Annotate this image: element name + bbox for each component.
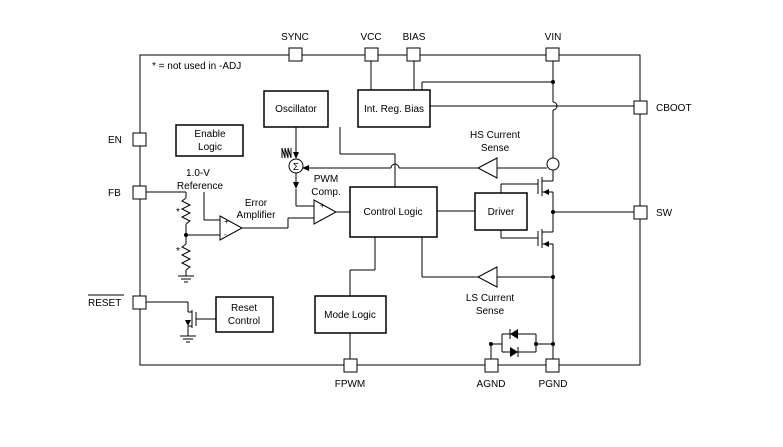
junction-diode-right — [534, 342, 538, 346]
arrow-osc-sum — [293, 152, 299, 159]
resistor-bottom — [180, 243, 192, 271]
diode-top — [510, 329, 518, 339]
reset-fet-arrow — [185, 320, 191, 326]
int-reg-bias-label: Int. Reg. Bias — [364, 104, 424, 115]
pin-sync-label: SYNC — [281, 32, 309, 43]
reset-control-line2: Control — [228, 316, 260, 327]
pin-pgnd — [545, 358, 560, 373]
asterisk-top: * — [176, 207, 180, 218]
reset-control-line1: Reset — [231, 303, 257, 314]
pin-reset-label: RESET — [88, 298, 121, 309]
error-amplifier — [219, 215, 244, 241]
pin-fb — [132, 185, 147, 200]
pwm-minus-sign: - — [320, 215, 323, 224]
oscillator-block — [263, 90, 329, 128]
pwm-comp-line2: Comp. — [311, 187, 340, 198]
pin-pgnd-label: PGND — [539, 379, 568, 390]
ramp-icon — [281, 147, 292, 159]
pin-sw — [633, 205, 648, 220]
pin-vcc — [364, 47, 379, 62]
diode-bottom — [510, 347, 518, 357]
ls-sense-amp — [476, 266, 498, 288]
hs-sense-line1: HS Current — [470, 130, 520, 141]
reference-line2: Reference — [177, 181, 224, 192]
ls-sense-line2: Sense — [476, 306, 505, 317]
error-amp-line2: Amplifier — [237, 210, 277, 221]
reset-control-block — [215, 296, 274, 333]
arrow-sum-down — [293, 182, 299, 189]
hs-sense-amp — [476, 157, 498, 179]
summing-symbol: Σ — [293, 162, 299, 173]
ls-fet-arrow — [543, 241, 549, 247]
pin-vcc-label: VCC — [360, 32, 381, 43]
pin-bias-label: BIAS — [403, 32, 426, 43]
pwm-plus-sign: + — [320, 201, 325, 210]
resistor-top — [180, 197, 192, 225]
enable-logic-line2: Logic — [198, 142, 222, 153]
pwm-comp-line1: PWM — [314, 174, 338, 185]
oscillator-label: Oscillator — [275, 104, 317, 115]
pin-en-label: EN — [108, 135, 122, 146]
pin-vin — [545, 47, 560, 62]
reference-line1: 1.0-V — [186, 168, 210, 179]
arrow-into-sum — [302, 165, 309, 171]
asterisk-bottom: * — [176, 246, 180, 257]
enable-logic-line1: Enable — [194, 129, 226, 140]
driver-label: Driver — [488, 207, 515, 218]
pin-agnd-label: AGND — [477, 379, 506, 390]
junction-ls-sense — [551, 275, 555, 279]
pin-fpwm — [343, 358, 358, 373]
pin-en — [132, 132, 147, 147]
pin-reset — [132, 295, 147, 310]
pin-fb-label: FB — [108, 188, 121, 199]
pin-sw-label: SW — [656, 208, 673, 219]
hs-sense-node — [546, 157, 560, 171]
note-text: * = not used in -ADJ — [152, 61, 241, 72]
pin-vin-label: VIN — [545, 32, 562, 43]
ea-plus-sign: + — [224, 217, 229, 226]
ls-sense-line1: LS Current — [466, 293, 515, 304]
control-logic-label: Control Logic — [364, 207, 423, 218]
pin-agnd — [484, 358, 499, 373]
mode-logic-block — [314, 295, 387, 334]
int-reg-bias-block — [357, 89, 431, 128]
pin-sync — [288, 47, 303, 62]
pin-cboot-label: CBOOT — [656, 103, 692, 114]
mode-logic-label: Mode Logic — [324, 310, 376, 321]
junction-pgnd — [551, 342, 555, 346]
ea-minus-sign: - — [224, 230, 227, 239]
hs-sense-line2: Sense — [481, 143, 510, 154]
pin-fpwm-label: FPWM — [335, 379, 366, 390]
hs-fet-arrow — [543, 189, 549, 195]
error-amp-line1: Error — [245, 198, 268, 209]
control-logic-block — [349, 186, 438, 238]
pin-cboot — [633, 100, 648, 115]
enable-logic-block — [175, 124, 244, 157]
pwm-comparator — [313, 199, 338, 225]
pin-bias — [406, 47, 421, 62]
